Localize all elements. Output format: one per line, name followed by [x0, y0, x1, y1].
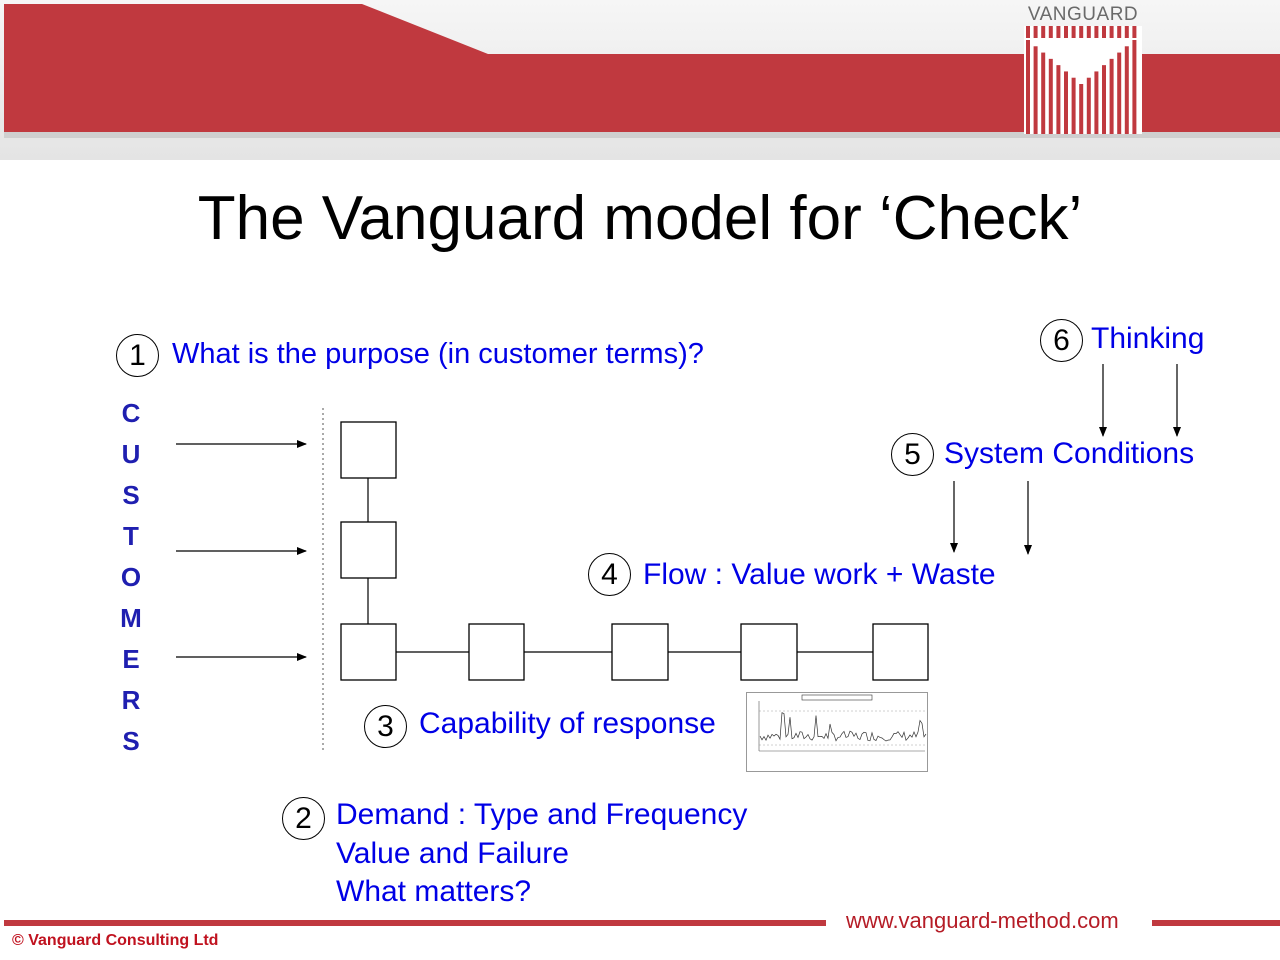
customers-letter: E — [122, 644, 140, 674]
header-red-band-right — [1140, 54, 1280, 132]
process-box — [340, 623, 397, 681]
step-1-number: 1 — [116, 334, 159, 377]
step-4-number: 4 — [588, 553, 631, 596]
process-box — [468, 623, 525, 681]
process-box — [740, 623, 798, 681]
step-5-label: System Conditions — [944, 437, 1195, 470]
customers-letter: C — [121, 398, 141, 428]
footer-rule-right — [1152, 920, 1280, 926]
header-red-band — [4, 4, 1024, 132]
footer-rule-left — [4, 920, 826, 926]
step-3-label: Capability of response — [419, 707, 716, 740]
header-shadow — [4, 132, 1280, 138]
step-4-label: Flow : Value work + Waste — [643, 558, 996, 591]
step-5-number: 5 — [891, 433, 934, 476]
customers-letter: M — [120, 603, 142, 633]
step-2-label-line-2: Value and Failure — [336, 837, 569, 870]
step-2-number: 2 — [282, 797, 325, 840]
process-box — [611, 623, 669, 681]
step-6-number: 6 — [1040, 319, 1083, 362]
capability-chart-thumbnail — [746, 692, 928, 772]
process-box — [340, 521, 397, 579]
capability-chart-icon — [758, 694, 927, 752]
customers-letter: S — [122, 480, 140, 510]
step-2-label-line-1: Demand : Type and Frequency — [336, 798, 748, 831]
website-link[interactable]: www.vanguard-method.com — [846, 908, 1119, 933]
step-2-label-line-3: What matters? — [336, 875, 532, 908]
step-3-number: 3 — [364, 705, 407, 748]
process-box — [340, 421, 397, 479]
customers-letter: T — [123, 521, 139, 551]
step-6-label: Thinking — [1091, 322, 1205, 355]
customers-letter: S — [122, 726, 140, 756]
customers-letter: O — [120, 562, 142, 592]
customers-letter: U — [121, 439, 141, 469]
customers-letter: R — [121, 685, 141, 715]
step-1-label: What is the purpose (in customer terms)? — [172, 338, 704, 370]
header-graphic — [4, 4, 1280, 138]
process-box — [872, 623, 929, 681]
copyright-text: © Vanguard Consulting Ltd — [12, 932, 219, 949]
vanguard-logo-text: VANGUARD — [1027, 4, 1139, 25]
slide-title: The Vanguard model for ‘Check’ — [197, 184, 1083, 253]
vanguard-logo-icon — [1024, 26, 1142, 135]
